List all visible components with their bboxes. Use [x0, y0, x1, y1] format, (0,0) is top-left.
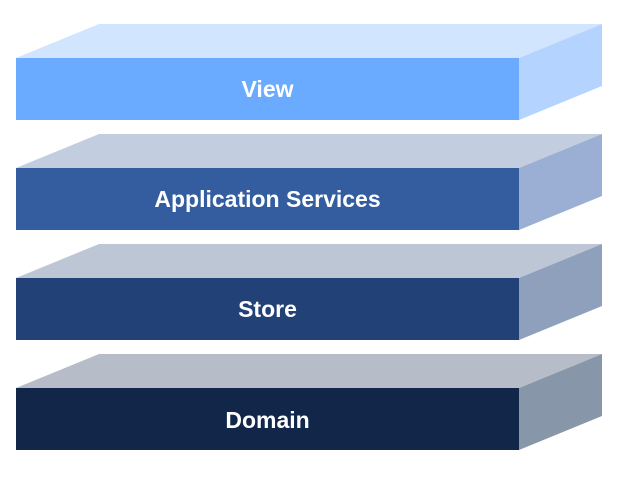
layer-domain-side-face — [519, 354, 602, 450]
layer-view-top-face — [16, 24, 602, 58]
layer-domain-front-face — [16, 388, 519, 450]
layer-application-services-top-face — [16, 134, 602, 168]
layer-application-services-front-face — [16, 168, 519, 230]
layer-view-label: View — [242, 76, 294, 102]
layer-view: View — [16, 24, 602, 120]
layer-store-top-face — [16, 244, 602, 278]
layer-view-side-face — [519, 24, 602, 120]
layer-application-services-side-face — [519, 134, 602, 230]
layer-store: Store — [16, 244, 602, 340]
layer-domain-label: Domain — [225, 407, 309, 433]
layer-application-services-label: Application Services — [154, 186, 380, 212]
layer-view-front-face — [16, 58, 519, 120]
layer-application-services: Application Services — [16, 134, 602, 230]
layer-store-side-face — [519, 244, 602, 340]
layer-store-front-face — [16, 278, 519, 340]
layer-domain: Domain — [16, 354, 602, 450]
layer-domain-top-face — [16, 354, 602, 388]
layer-store-label: Store — [238, 296, 297, 322]
